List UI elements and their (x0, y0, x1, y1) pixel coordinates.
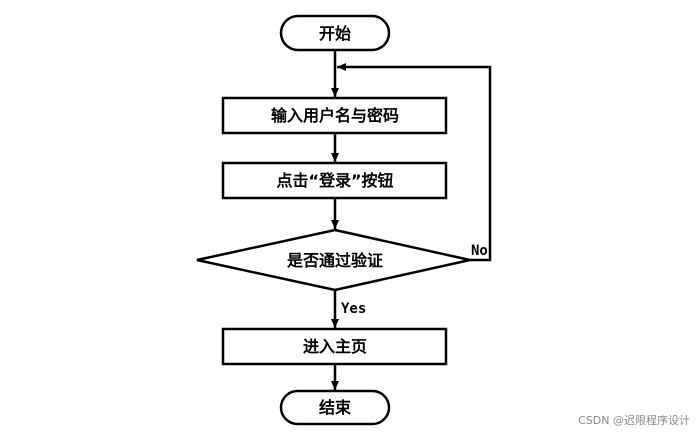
csdn-watermark: CSDN @迟限程序设计 (578, 414, 690, 427)
enter-home-node: 进入主页 (221, 327, 448, 366)
verification-decision-node: 是否通过验证 (196, 228, 471, 292)
verification-decision-label: 是否通过验证 (286, 251, 383, 270)
edge-decision-no-loop-back (337, 63, 492, 262)
end-node: 结束 (279, 389, 391, 426)
start-label: 开始 (319, 24, 351, 43)
start-node: 开始 (279, 14, 391, 52)
input-credentials-label: 输入用户名与密码 (271, 106, 399, 125)
click-login-label: 点击“登录”按钮 (276, 171, 393, 190)
input-credentials-node: 输入用户名与密码 (221, 96, 448, 135)
no-label: No (471, 243, 488, 259)
end-label: 结束 (318, 398, 352, 417)
enter-home-label: 进入主页 (303, 337, 367, 356)
yes-label: Yes (341, 301, 366, 317)
click-login-node: 点击“登录”按钮 (221, 161, 448, 200)
